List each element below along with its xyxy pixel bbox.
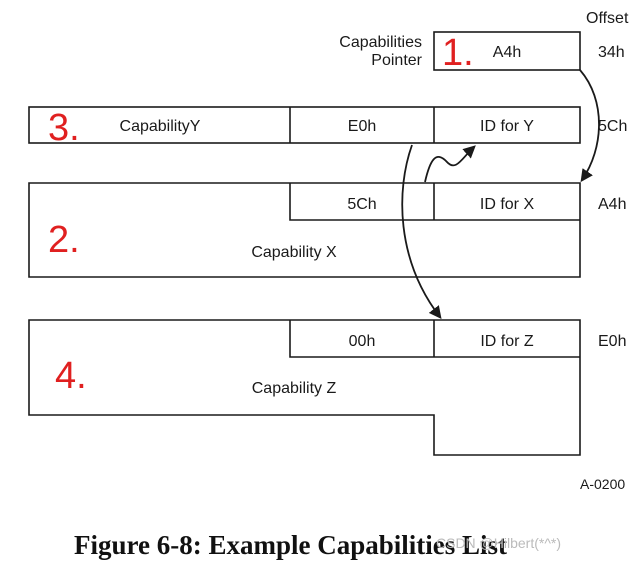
pointer-value: A4h: [493, 44, 521, 61]
capability-z-offset: E0h: [598, 333, 626, 350]
capability-x-header-outline: [289, 183, 580, 221]
arrow-capability-y-to-z: [401, 144, 442, 319]
figure-caption: Figure 6-8: Example Capabilities List: [74, 530, 507, 560]
arrow-capability-x-to-y: [424, 145, 476, 183]
capability-y-next-pointer: E0h: [348, 118, 376, 135]
arrow-pointer-to-capability-x: [579, 69, 600, 183]
step-1-label: 1.: [442, 32, 474, 74]
capability-y-name: CapabilityY: [120, 118, 201, 135]
capability-x-next-pointer: 5Ch: [347, 196, 376, 213]
step-3-label: 3.: [48, 107, 80, 149]
pointer-label-line1: Capabilities: [339, 34, 422, 51]
capability-z-next-pointer: 00h: [349, 333, 376, 350]
capability-z-header-outline: [289, 320, 580, 358]
capability-x-box: [28, 182, 581, 278]
step-4-label: 4.: [55, 355, 87, 397]
pointer-offset: 34h: [598, 44, 625, 61]
capability-y-box: [28, 106, 581, 144]
capability-y-offset: 5Ch: [598, 118, 627, 135]
capability-y-id: ID for Y: [480, 118, 534, 135]
step-2-label: 2.: [48, 219, 80, 261]
capability-z-box: [28, 319, 581, 456]
capability-z-id: ID for Z: [480, 333, 534, 350]
capability-x-name: Capability X: [251, 244, 337, 261]
capability-x-offset: A4h: [598, 196, 626, 213]
pointer-label-line2: Pointer: [371, 52, 422, 69]
capability-z-name: Capability Z: [252, 380, 337, 397]
pointer-register-box: [433, 31, 581, 71]
watermark: CSDN @Hilbert(*^*): [436, 535, 561, 551]
offset-header: Offset: [586, 10, 629, 27]
capability-x-id: ID for X: [480, 196, 535, 213]
figure-id: A-0200: [580, 476, 625, 492]
